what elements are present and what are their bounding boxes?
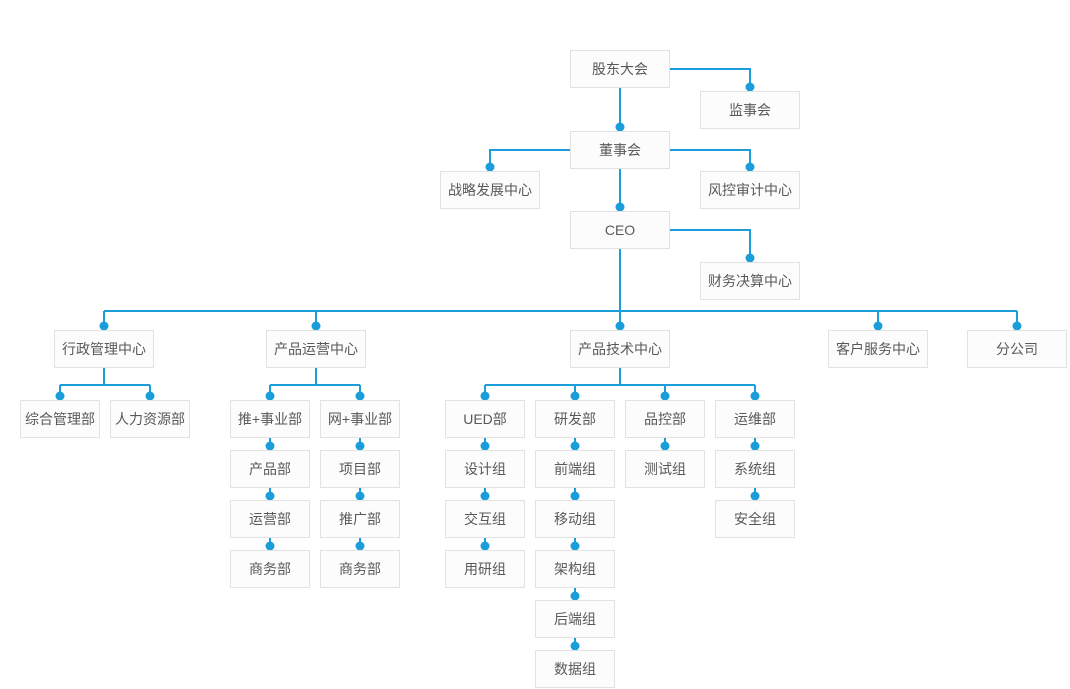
org-node-label: 数据组 xyxy=(554,661,596,677)
org-node-branch-company: 分公司 xyxy=(967,330,1067,368)
org-node-label: 商务部 xyxy=(249,561,291,577)
org-node-rd-dept: 研发部 xyxy=(535,400,615,438)
org-node-strategy-development-center: 战略发展中心 xyxy=(440,171,540,209)
org-node-label: 战略发展中心 xyxy=(448,182,532,198)
org-node-financial-settlement-center: 财务决算中心 xyxy=(700,262,800,300)
org-node-product-operation-center: 产品运营中心 xyxy=(266,330,366,368)
org-node-business-dept-1: 商务部 xyxy=(230,550,310,588)
org-node-wang-business-dept: 网+事业部 xyxy=(320,400,400,438)
org-node-label: 用研组 xyxy=(464,561,506,577)
org-node-system-group: 系统组 xyxy=(715,450,795,488)
org-node-risk-audit-center: 风控审计中心 xyxy=(700,171,800,209)
org-node-label: 网+事业部 xyxy=(327,411,393,427)
org-node-design-group: 设计组 xyxy=(445,450,525,488)
org-node-label: 系统组 xyxy=(734,461,776,477)
org-node-ops-dept: 运维部 xyxy=(715,400,795,438)
org-node-ceo: CEO xyxy=(570,211,670,249)
org-node-promotion-dept: 推广部 xyxy=(320,500,400,538)
org-node-label: 项目部 xyxy=(339,461,381,477)
org-node-label: 后端组 xyxy=(554,611,596,627)
org-node-label: 推+事业部 xyxy=(237,411,303,427)
org-node-label: 品控部 xyxy=(644,411,686,427)
org-node-label: 分公司 xyxy=(996,341,1038,357)
org-node-label: 运维部 xyxy=(734,411,776,427)
org-node-ued-dept: UED部 xyxy=(445,400,525,438)
org-node-mobile-group: 移动组 xyxy=(535,500,615,538)
org-node-label: 架构组 xyxy=(554,561,596,577)
org-node-admin-management-center: 行政管理中心 xyxy=(54,330,154,368)
org-node-architecture-group: 架构组 xyxy=(535,550,615,588)
org-node-label: 移动组 xyxy=(554,511,596,527)
org-node-label: 股东大会 xyxy=(592,61,648,77)
org-node-label: 产品技术中心 xyxy=(578,341,662,357)
org-node-tui-business-dept: 推+事业部 xyxy=(230,400,310,438)
org-node-label: 商务部 xyxy=(339,561,381,577)
org-node-label: 前端组 xyxy=(554,461,596,477)
org-node-label: 人力资源部 xyxy=(115,411,185,427)
org-node-label: 交互组 xyxy=(464,511,506,527)
org-node-label: 客户服务中心 xyxy=(836,341,920,357)
org-node-label: 研发部 xyxy=(554,411,596,427)
org-node-label: CEO xyxy=(604,222,636,238)
org-node-operation-dept: 运营部 xyxy=(230,500,310,538)
org-node-interaction-group: 交互组 xyxy=(445,500,525,538)
org-node-business-dept-2: 商务部 xyxy=(320,550,400,588)
org-node-product-technology-center: 产品技术中心 xyxy=(570,330,670,368)
org-node-frontend-group: 前端组 xyxy=(535,450,615,488)
org-node-data-group: 数据组 xyxy=(535,650,615,688)
org-node-shareholders-meeting: 股东大会 xyxy=(570,50,670,88)
org-node-label: 监事会 xyxy=(729,102,771,118)
org-node-label: 产品运营中心 xyxy=(274,341,358,357)
org-node-general-management-dept: 综合管理部 xyxy=(20,400,100,438)
org-node-security-group: 安全组 xyxy=(715,500,795,538)
org-node-label: UED部 xyxy=(463,411,507,427)
org-node-backend-group: 后端组 xyxy=(535,600,615,638)
org-node-label: 综合管理部 xyxy=(25,411,95,427)
org-node-label: 风控审计中心 xyxy=(708,182,792,198)
org-node-supervisory-board: 监事会 xyxy=(700,91,800,129)
org-node-label: 财务决算中心 xyxy=(708,273,792,289)
org-node-testing-group: 测试组 xyxy=(625,450,705,488)
org-node-label: 运营部 xyxy=(249,511,291,527)
org-node-hr-dept: 人力资源部 xyxy=(110,400,190,438)
org-node-qc-dept: 品控部 xyxy=(625,400,705,438)
org-node-board-of-directors: 董事会 xyxy=(570,131,670,169)
org-node-label: 行政管理中心 xyxy=(62,341,146,357)
org-node-user-research-group: 用研组 xyxy=(445,550,525,588)
org-node-label: 测试组 xyxy=(644,461,686,477)
org-node-label: 设计组 xyxy=(464,461,506,477)
org-node-customer-service-center: 客户服务中心 xyxy=(828,330,928,368)
org-node-label: 产品部 xyxy=(249,461,291,477)
org-node-project-dept: 项目部 xyxy=(320,450,400,488)
org-node-label: 安全组 xyxy=(734,511,776,527)
org-node-label: 推广部 xyxy=(339,511,381,527)
org-node-label: 董事会 xyxy=(599,142,641,158)
org-node-product-dept: 产品部 xyxy=(230,450,310,488)
